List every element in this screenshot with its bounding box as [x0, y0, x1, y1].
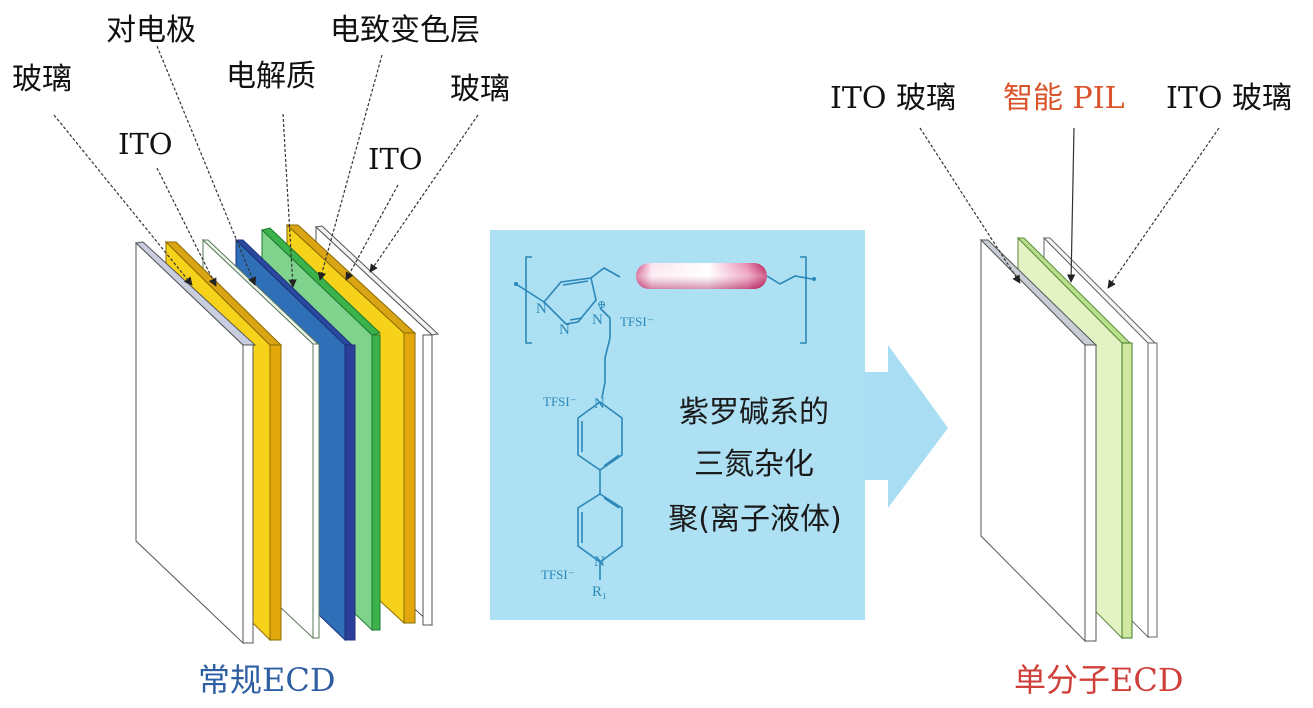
layer-ito-glass-front	[979, 238, 1098, 643]
description-line-3: 聚(离子液体)	[668, 502, 842, 537]
label-ito-glass-right: ITO 玻璃	[1166, 81, 1292, 116]
leader-counter-electrode	[156, 45, 257, 286]
caption-conventional-ecd: 常规ECD	[198, 661, 336, 699]
polymer-structure-panel	[490, 230, 865, 620]
leader-smart-pil	[1066, 127, 1076, 283]
label-ito-glass-left: ITO 玻璃	[830, 81, 956, 116]
single-molecule-ecd-stack	[919, 127, 1220, 643]
chain-end-dot-left	[514, 282, 518, 286]
charge-symbol: ⊕	[597, 299, 607, 311]
caption-single-molecule-ecd: 单分子ECD	[1014, 661, 1184, 699]
leader-electrochromic	[317, 54, 383, 281]
viologen-spacer-pill	[636, 263, 767, 289]
label-ito-left: ITO	[118, 127, 173, 161]
substituent-r1: R₁	[592, 584, 608, 600]
leader-ito-glass-right	[1107, 127, 1220, 289]
atom-n3: N	[592, 312, 603, 328]
conventional-ecd-stack	[53, 45, 479, 645]
label-counter-electrode: 对电极	[106, 13, 196, 48]
label-glass-left: 玻璃	[12, 62, 72, 97]
layer-glass-front	[134, 241, 257, 645]
label-glass-right: 玻璃	[450, 72, 510, 107]
propyl-chain	[599, 307, 611, 399]
right-leader-lines	[919, 127, 1220, 289]
counter-ion-3: TFSI⁻	[541, 567, 575, 582]
counter-ion-2: TFSI⁻	[543, 394, 577, 409]
leader-ito-right	[345, 184, 399, 281]
leader-glass-left	[53, 114, 193, 286]
label-smart-pil: 智能 PIL	[1003, 81, 1125, 116]
description-line-1: 紫罗碱系的	[679, 395, 829, 430]
leader-glass-right	[369, 114, 479, 273]
atom-n1: N	[536, 301, 547, 317]
atom-n-pyridinium-2: N	[594, 554, 605, 570]
leader-electrolyte	[282, 113, 297, 288]
triazole-ring	[542, 277, 597, 325]
chemical-structure	[515, 256, 813, 580]
bracket-right	[800, 256, 807, 344]
label-electrolyte: 电解质	[226, 59, 316, 94]
atom-n2: N	[559, 322, 570, 338]
leader-ito-left	[156, 167, 217, 287]
chain-end-dot-right	[812, 277, 816, 281]
bracket-left	[525, 256, 532, 344]
left-leader-lines	[53, 45, 479, 288]
atom-n-pyridinium-1: N	[594, 396, 605, 412]
leader-ito-glass-left	[919, 127, 1021, 284]
label-ito-right: ITO	[368, 142, 423, 176]
label-electrochromic-layer: 电致变色层	[330, 13, 480, 48]
description-line-2: 三氮杂化	[694, 447, 814, 482]
counter-ion-1: TFSI⁻	[620, 314, 654, 329]
